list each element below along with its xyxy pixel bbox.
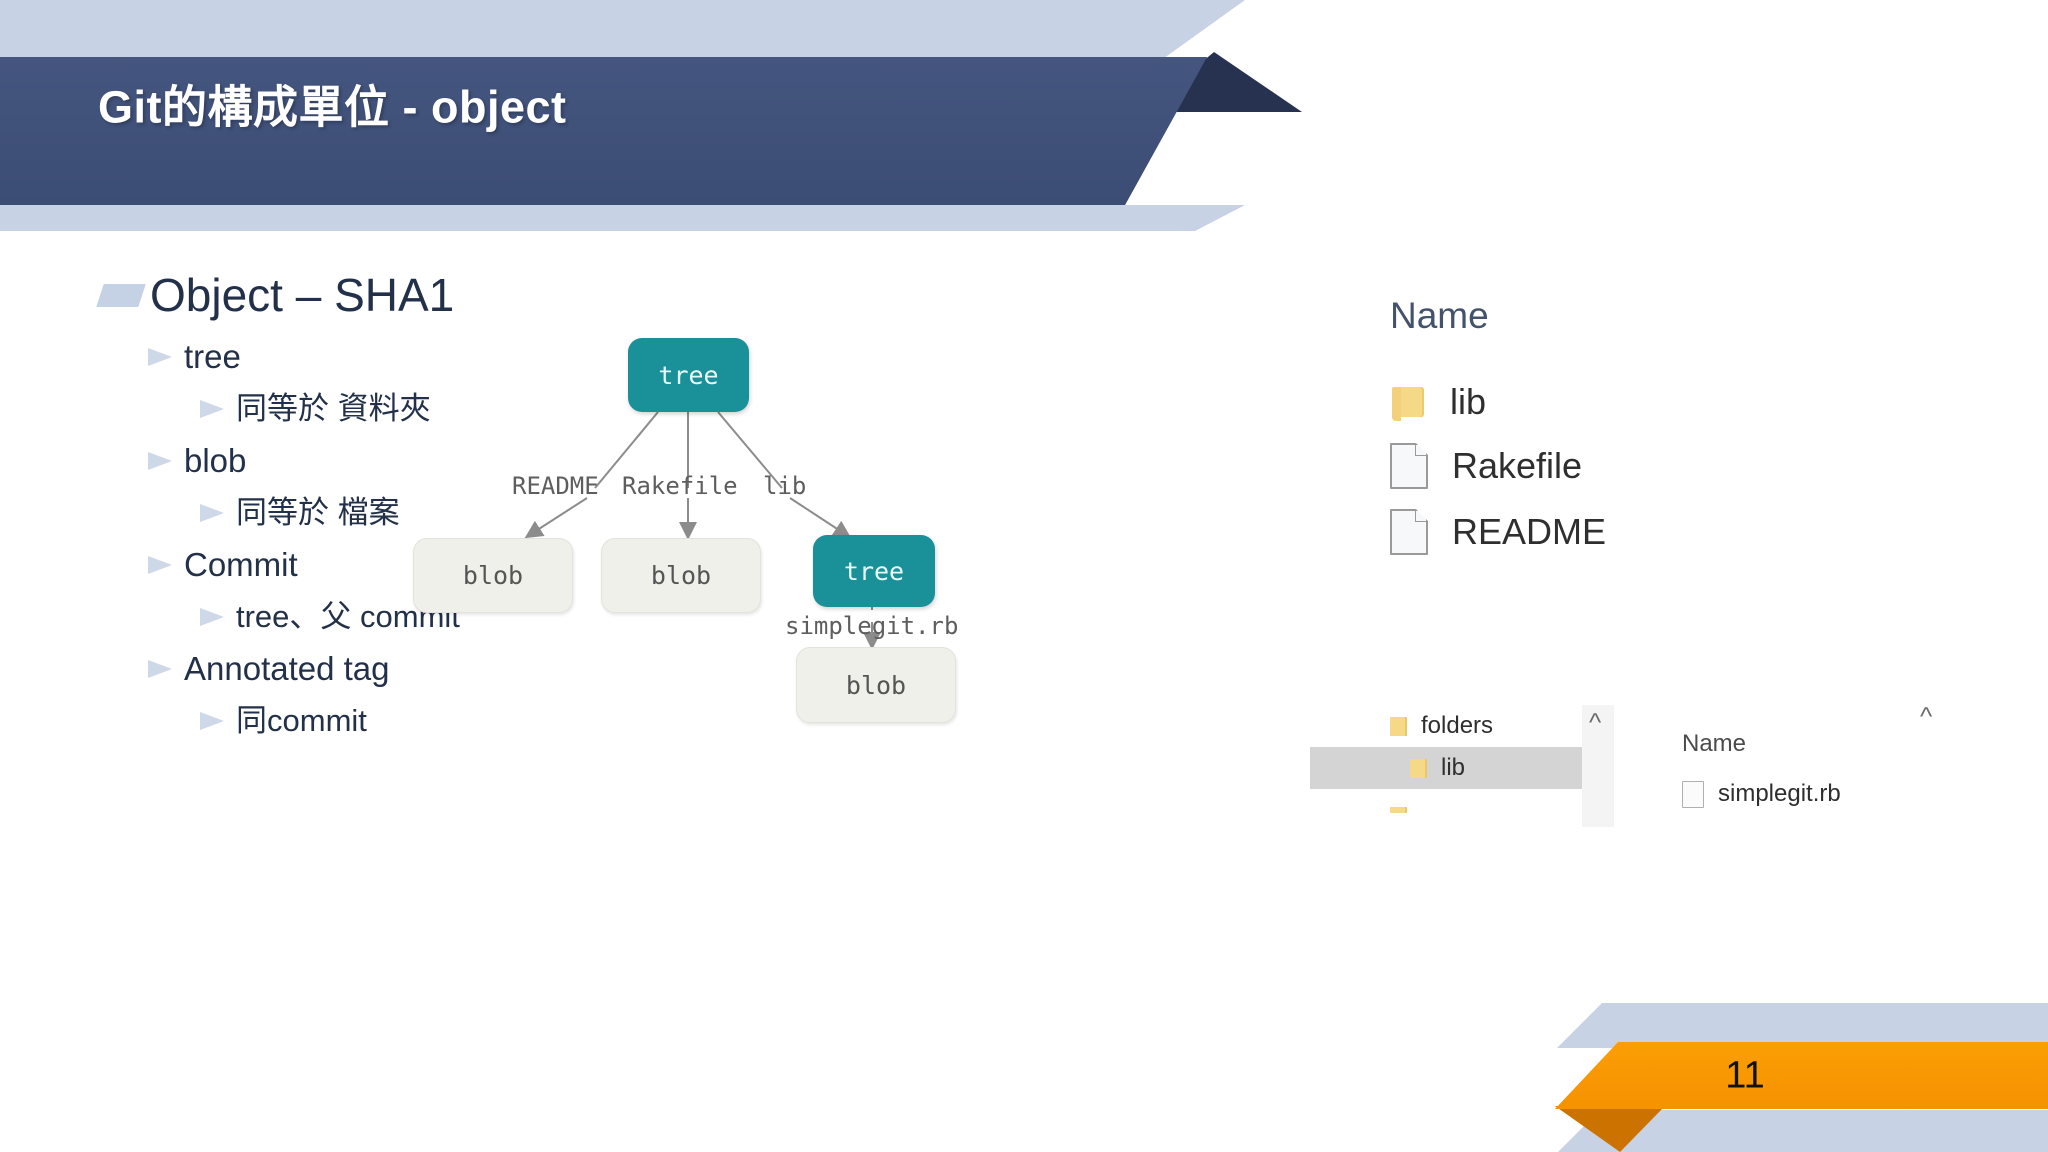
folder-icon xyxy=(1410,758,1427,778)
triangle-bullet-icon xyxy=(148,347,174,366)
header-banner xyxy=(0,57,1207,205)
diagram-node-label: tree xyxy=(658,360,719,390)
list-item-label: README xyxy=(1452,511,1607,552)
list-item: 同commit xyxy=(200,705,720,736)
list-item: Commit xyxy=(148,548,720,581)
list-item: 同等於 檔案 xyxy=(200,497,720,528)
diagram-node-sub-tree: tree xyxy=(813,535,935,607)
diagram-node-blob-readme: blob xyxy=(413,538,573,613)
diagram-node-blob-simplegit: blob xyxy=(796,647,956,723)
folder-icon xyxy=(1390,807,1407,813)
triangle-bullet-icon xyxy=(200,607,226,626)
diagram-node-root-tree: tree xyxy=(628,338,749,412)
file-explorer-list: Name lib Rakefile README xyxy=(1390,295,1850,575)
list-item-label: Rakefile xyxy=(1452,445,1583,486)
header-accent-band-bottom xyxy=(0,205,1245,231)
list-item: 同等於 資料夾 xyxy=(200,393,720,424)
file-icon xyxy=(1682,780,1704,808)
list-item[interactable]: lib xyxy=(1390,381,1850,423)
diagram-edge-label-rakefile: Rakefile xyxy=(622,472,738,500)
list-item: blob xyxy=(148,444,720,477)
page-title: Git的構成單位 - object xyxy=(98,81,567,133)
file-icon xyxy=(1390,509,1428,555)
tree-item-folders[interactable]: folders xyxy=(1310,705,1600,747)
folder-icon xyxy=(1390,385,1426,421)
list-item-label: 同等於 資料夾 xyxy=(236,391,431,426)
list-item-label: Commit xyxy=(184,546,298,583)
diagram-node-label: tree xyxy=(843,556,905,586)
triangle-bullet-icon xyxy=(148,659,174,678)
mini-explorer-widget: folders lib ^ ^ Name simplegit.rb xyxy=(1310,701,2030,830)
list-item: Object – SHA1 xyxy=(96,269,720,321)
diagram-edge-label-readme: README xyxy=(512,472,599,500)
diagram-edge-label-simplegit: simplegit.rb xyxy=(785,612,959,640)
tree-item-lib[interactable]: lib xyxy=(1310,747,1600,789)
diagram-edge-label-lib: lib xyxy=(763,472,807,500)
diagram-node-label: blob xyxy=(462,561,524,590)
list-item: tree xyxy=(148,340,720,373)
file-icon xyxy=(1390,443,1428,489)
column-header-name: Name xyxy=(1390,295,1489,336)
list-item-label: simplegit.rb xyxy=(1718,780,1841,807)
triangle-bullet-icon xyxy=(148,555,174,574)
page-number: 11 xyxy=(1725,1054,1765,1097)
diagram-edges xyxy=(524,411,881,650)
footer-accent-band-top xyxy=(1557,1003,2048,1048)
list-item-label: lib xyxy=(1450,381,1487,422)
diagram-node-label: blob xyxy=(845,670,907,700)
bullet-list: Object – SHA1 tree 同等於 資料夾 blob 同等於 檔案 C… xyxy=(96,269,720,756)
git-object-diagram: tree blob blob tree blob README Rakefile… xyxy=(413,338,1150,723)
list-item-label: Annotated tag xyxy=(184,650,390,687)
chevron-up-icon[interactable]: ^ xyxy=(1920,701,1933,731)
mini-explorer-tree-pane: folders lib xyxy=(1310,705,1600,827)
header-accent-band-top xyxy=(0,0,1245,61)
list-item[interactable]: README xyxy=(1390,509,1850,555)
tree-item-label: lib xyxy=(1441,754,1466,781)
footer-ribbon xyxy=(1555,1042,2048,1109)
list-item: Annotated tag xyxy=(148,652,720,685)
list-item-label: tree xyxy=(184,338,241,375)
diagram-node-blob-rakefile: blob xyxy=(601,538,761,613)
chevron-up-icon[interactable]: ^ xyxy=(1589,707,1602,737)
scrollbar[interactable]: ^ xyxy=(1582,705,1614,827)
folder-icon xyxy=(1390,716,1407,736)
list-item[interactable]: Rakefile xyxy=(1390,443,1850,489)
parallelogram-marker xyxy=(96,283,146,307)
mini-explorer-file-pane: ^ Name simplegit.rb xyxy=(1662,701,2030,827)
triangle-bullet-icon xyxy=(200,711,226,730)
list-item-label: 同commit xyxy=(236,703,367,738)
column-header-name: Name xyxy=(1682,730,1747,757)
tree-item-label: folders xyxy=(1421,712,1494,739)
list-item-label: blob xyxy=(184,442,247,479)
triangle-bullet-icon xyxy=(148,451,174,470)
triangle-bullet-icon xyxy=(200,503,226,522)
tree-item-partial xyxy=(1310,789,1600,831)
triangle-bullet-icon xyxy=(200,399,226,418)
list-item-label: 同等於 檔案 xyxy=(236,495,400,530)
list-item[interactable]: simplegit.rb xyxy=(1682,780,1841,808)
diagram-node-label: blob xyxy=(650,561,712,590)
list-item-label: Object – SHA1 xyxy=(150,269,455,321)
